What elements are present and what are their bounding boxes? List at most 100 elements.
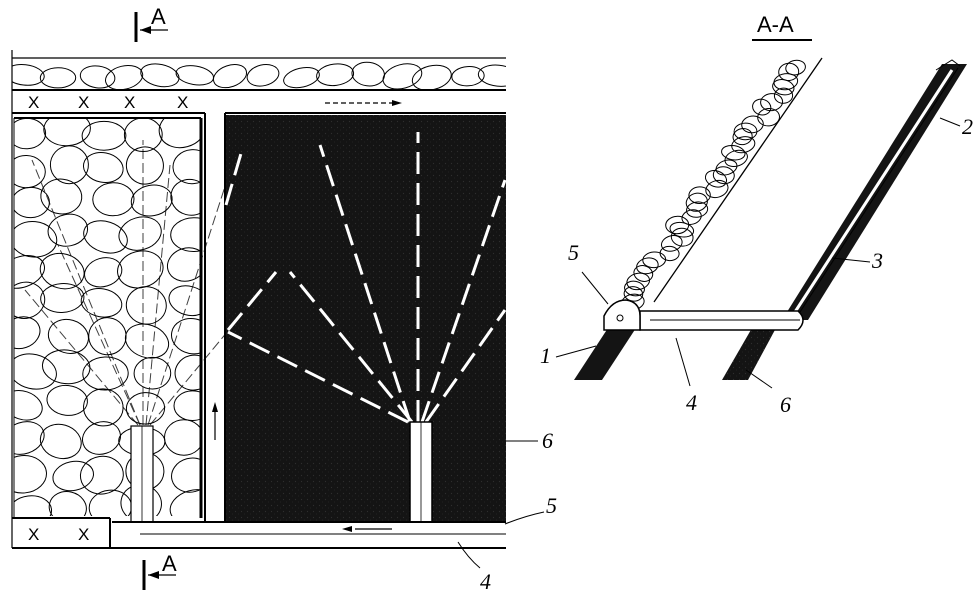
rubble-stone (665, 215, 690, 235)
section-title: A-A (757, 12, 794, 37)
plan-callouts: 6 5 4 (457, 428, 557, 594)
rubble-stone (451, 66, 485, 87)
rubble-stone (80, 288, 123, 318)
rubble-stone (173, 390, 201, 422)
callout-label-5: 5 (568, 240, 579, 265)
rubble-stone (316, 63, 355, 87)
rubble-stone (158, 118, 201, 149)
vertical-drift (204, 113, 226, 522)
support-mark: X (78, 525, 89, 544)
rubble-stone (164, 419, 201, 456)
rubble-stone (40, 283, 85, 313)
rubble-stone (39, 423, 82, 460)
top-drift: X X X X (12, 89, 506, 114)
callout-label-4: 4 (686, 390, 697, 415)
rubble-stone (14, 455, 47, 494)
rubble-stone (49, 145, 89, 185)
rubble-stone (166, 247, 201, 282)
rubble-stone (688, 186, 711, 205)
support-mark: X (78, 93, 89, 112)
rubble-stone (140, 63, 180, 88)
top-rubble-layer (12, 57, 506, 90)
rubble-stone (669, 221, 695, 238)
rubble-stone (705, 179, 729, 199)
section-view: A-A 1 (540, 12, 973, 417)
rubble-stone (46, 384, 88, 416)
rubble-stone (721, 144, 746, 161)
rubble-stone (14, 186, 50, 219)
rubble-stone (778, 62, 800, 82)
rubble-stone (681, 209, 702, 225)
support-marks-bottom: X X (28, 525, 89, 544)
rubble-stone (12, 64, 45, 86)
ore-seam-lower (722, 328, 776, 380)
rubble-stone (48, 491, 87, 516)
ore-body (224, 115, 507, 523)
plan-view: X X X X (11, 4, 557, 594)
rubble-stone (83, 388, 124, 427)
bottom-drift: X X (12, 517, 506, 549)
rubble-stone (659, 245, 680, 262)
rubble-stone (170, 178, 201, 216)
rubble-stone (633, 265, 654, 282)
rubble-stone (171, 318, 201, 355)
rubble-stone (39, 252, 85, 290)
support-mark: X (124, 93, 135, 112)
support-marks-top: X X X X (28, 93, 188, 112)
rubble-stone (624, 280, 645, 297)
rubble-stone (772, 79, 795, 96)
caved-rock-band (621, 57, 823, 311)
rubble-stone (712, 166, 735, 185)
callout-label-6: 6 (780, 392, 791, 417)
rubble-stone (124, 323, 170, 359)
rubble-stone (661, 235, 683, 252)
support-mark: X (177, 93, 188, 112)
rubble-stone (79, 455, 124, 495)
rubble-stone (741, 115, 764, 134)
callout-label-5: 5 (546, 493, 557, 518)
callout-label-6: 6 (542, 428, 553, 453)
rubble-stone (125, 392, 166, 425)
rubble-stone (14, 316, 41, 350)
callout-label-2: 2 (962, 114, 973, 139)
rubble-stone (79, 65, 116, 89)
rubble-stone (14, 221, 58, 258)
rubble-stone (724, 149, 748, 168)
rubble-stone (133, 356, 172, 390)
rubble-stone (40, 178, 83, 215)
rubble-stone (171, 457, 201, 493)
rubble-stone (92, 182, 135, 217)
drill-drift (603, 299, 804, 331)
rubble-stone (14, 118, 47, 150)
rubble-stone (125, 146, 164, 185)
rubble-stone (130, 184, 173, 217)
rubble-stone (125, 286, 167, 325)
rubble-stone (52, 460, 94, 492)
rubble-stone (283, 66, 320, 89)
rubble-stone (14, 281, 46, 319)
rubble-stone (82, 356, 129, 391)
rubble-stone (172, 149, 201, 185)
rubble-stone (785, 59, 806, 76)
rubble-stone (39, 67, 77, 89)
section-cut-label: A (151, 4, 166, 29)
rubble-stone (83, 220, 128, 254)
rubble-stone (760, 93, 784, 112)
rubble-stone (169, 489, 201, 516)
rubble-stone (82, 421, 121, 455)
airflow-arrow-right (325, 100, 402, 106)
rubble-stone (212, 64, 248, 89)
rubble-stone (14, 390, 43, 421)
rubble-stone (47, 318, 89, 354)
ore-seam-upper (782, 59, 967, 320)
rubble-stone (81, 120, 127, 151)
section-cut-bottom: A (142, 551, 177, 590)
rubble-stone (752, 98, 772, 116)
rubble-stone (773, 87, 794, 104)
rubble-stone (84, 257, 123, 288)
airflow-arrow-left (342, 526, 392, 532)
section-cut-top: A (134, 4, 168, 42)
rubble-stone (175, 65, 215, 86)
rubble-stone (170, 217, 201, 253)
